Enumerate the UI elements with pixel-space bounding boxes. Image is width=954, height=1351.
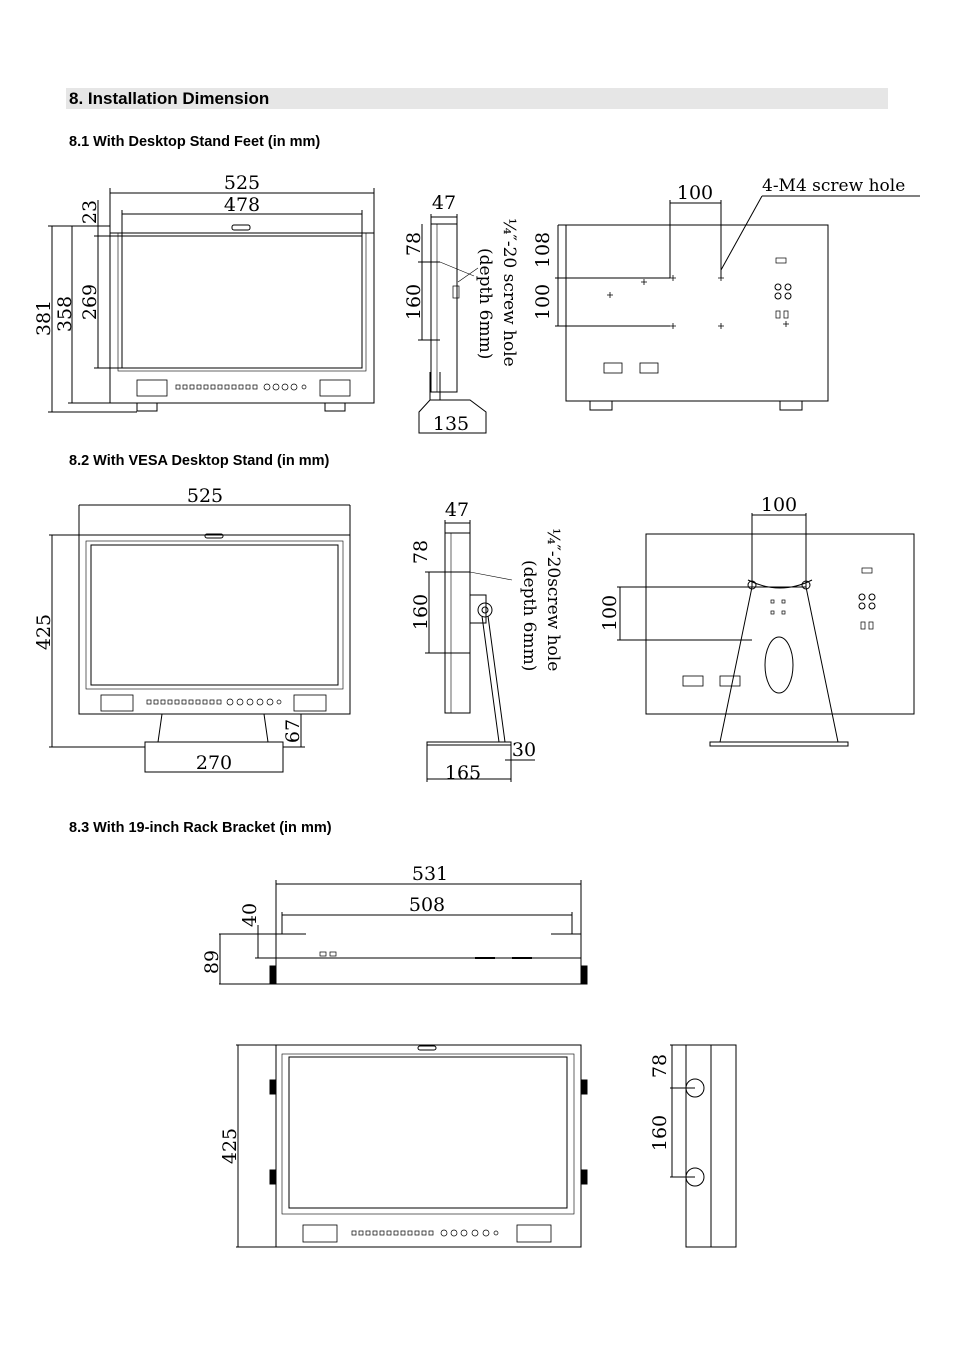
s1-dim-269: 269 [79,284,101,320]
s2-dim-160: 160 [410,594,432,630]
s1-front-bezel [109,232,375,404]
s2-front-view [49,504,351,773]
s1-dim-478: 478 [224,194,260,216]
s2-front-buttons [146,698,282,706]
s1-dim-160: 160 [403,284,425,320]
s1-screw-depth: (depth 6mm) [475,248,495,359]
s1-m4-note: 4-M4 screw hole [762,176,905,196]
s2-front-screen [90,544,339,686]
s2-back-panel [645,533,915,715]
s2-back-dim-100-h: 100 [599,595,621,631]
s2-screw-note: ¼″-20screw hole [543,528,563,671]
s1-dim-78: 78 [403,232,425,256]
s3-dim-78: 78 [649,1054,671,1078]
subsection-title-8-1: 8.1 With Desktop Stand Feet (in mm) [69,134,321,150]
s3-top-view [219,880,588,985]
s2-dim-47: 47 [445,499,469,521]
s3-dim-40: 40 [239,903,261,927]
s3-dim-89: 89 [201,950,223,974]
s1-back-dim-108: 108 [532,232,554,268]
s3-front-screen [288,1056,568,1209]
s1-back-view [555,195,920,411]
s3-front-bezel [275,1044,582,1248]
s3-front-view [236,1044,588,1248]
s2-side-body [444,532,471,714]
s1-front-view [48,188,375,413]
s1-front-buttons [175,383,307,391]
s3-dim-160: 160 [649,1115,671,1151]
s3-dim-425: 425 [219,1128,241,1164]
s1-dim-525: 525 [224,172,260,194]
s2-dim-30: 30 [512,739,536,761]
s1-back-dim-100: 100 [677,182,713,204]
s1-screw-note: ¼″-20 screw hole [499,218,519,367]
s2-dim-165: 165 [445,762,481,784]
s1-foot-left [136,402,158,412]
s1-dim-23: 23 [79,200,101,224]
s2-stand-arm [481,615,506,743]
s2-vesa-stand [719,586,839,743]
s2-pivot [477,602,493,618]
section-title: 8. Installation Dimension [66,88,888,109]
s1-dim-381: 381 [33,300,55,336]
s2-front-bezel [78,534,351,715]
s2-back-dim-100: 100 [761,494,797,516]
s1-dim-135: 135 [433,413,469,435]
s2-stand-base [144,741,284,773]
s2-back-view [617,513,915,747]
s1-dim-358: 358 [54,296,76,332]
s1-side-body [430,223,458,393]
s1-right-panel [319,379,351,397]
s2-dim-525: 525 [187,485,223,507]
s1-vesa-holes [607,275,789,329]
s2-dim-67: 67 [282,719,304,743]
s2-stand-neck [157,713,269,743]
s3-dim-508: 508 [409,894,445,916]
s2-dim-270: 270 [196,752,232,774]
s1-back-panel [565,224,829,402]
s1-left-panel [136,379,168,397]
s3-dim-531: 531 [412,863,448,885]
s3-side-view [670,1044,737,1248]
s1-dim-47: 47 [432,192,456,214]
s3-top-body [275,957,582,985]
s2-side-view [425,520,535,782]
s2-dim-78: 78 [410,540,432,564]
s1-foot-right [324,402,346,412]
s1-top-handle [231,224,251,231]
s1-side-view [418,214,487,434]
subsection-title-8-3: 8.3 With 19-inch Rack Bracket (in mm) [69,820,332,836]
s3-front-buttons [351,1229,499,1237]
s1-front-screen [121,235,363,369]
s2-dim-425: 425 [33,614,55,650]
s1-back-dim-100-h: 100 [532,284,554,320]
s2-screw-depth: (depth 6mm) [519,560,539,671]
subsection-title-8-2: 8.2 With VESA Desktop Stand (in mm) [69,453,330,469]
